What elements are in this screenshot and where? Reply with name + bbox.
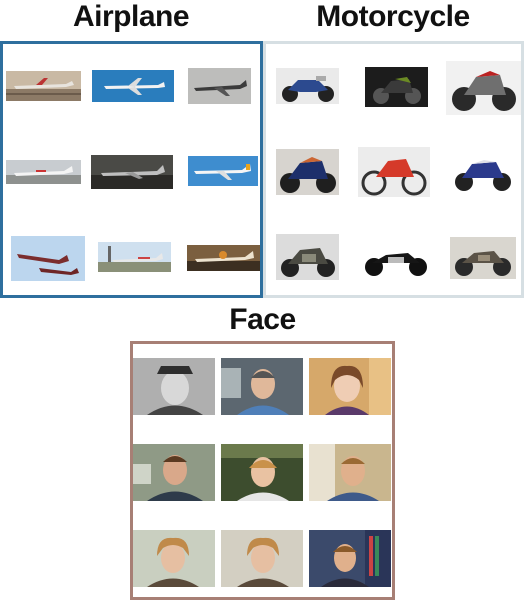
- face-thumbnail: [133, 444, 215, 501]
- airplane-title: Airplane: [72, 0, 190, 33]
- airplane-thumbnail: [11, 236, 85, 281]
- face-thumbnail: [133, 358, 215, 415]
- face-title: Face: [229, 303, 296, 336]
- airplane-thumbnail: [6, 71, 81, 101]
- motorcycle-thumbnail: [365, 67, 428, 107]
- motorcycle-title: Motorcycle: [316, 0, 470, 33]
- airplane-panel: [0, 41, 263, 298]
- face-panel: [130, 341, 395, 600]
- face-thumbnail: [309, 530, 391, 587]
- face-thumbnail: [309, 358, 391, 415]
- face-thumbnail: [221, 530, 303, 587]
- airplane-thumbnail: [92, 70, 174, 102]
- motorcycle-thumbnail: [450, 152, 516, 194]
- face-thumbnail: [133, 530, 215, 587]
- airplane-thumbnail: [91, 155, 173, 189]
- motorcycle-panel: [263, 41, 524, 298]
- airplane-thumbnail: [187, 245, 260, 271]
- airplane-thumbnail: [188, 156, 258, 186]
- motorcycle-thumbnail: [358, 147, 430, 197]
- motorcycle-thumbnail: [276, 149, 339, 195]
- face-thumbnail: [221, 444, 303, 501]
- face-thumbnail: [309, 444, 391, 501]
- motorcycle-thumbnail: [446, 61, 521, 115]
- airplane-thumbnail: [98, 242, 171, 272]
- face-thumbnail: [221, 358, 303, 415]
- motorcycle-thumbnail: [276, 234, 339, 280]
- airplane-thumbnail: [188, 68, 251, 104]
- motorcycle-thumbnail: [276, 68, 339, 104]
- airplane-thumbnail: [6, 160, 81, 184]
- motorcycle-thumbnail: [358, 235, 433, 279]
- motorcycle-thumbnail: [450, 237, 516, 279]
